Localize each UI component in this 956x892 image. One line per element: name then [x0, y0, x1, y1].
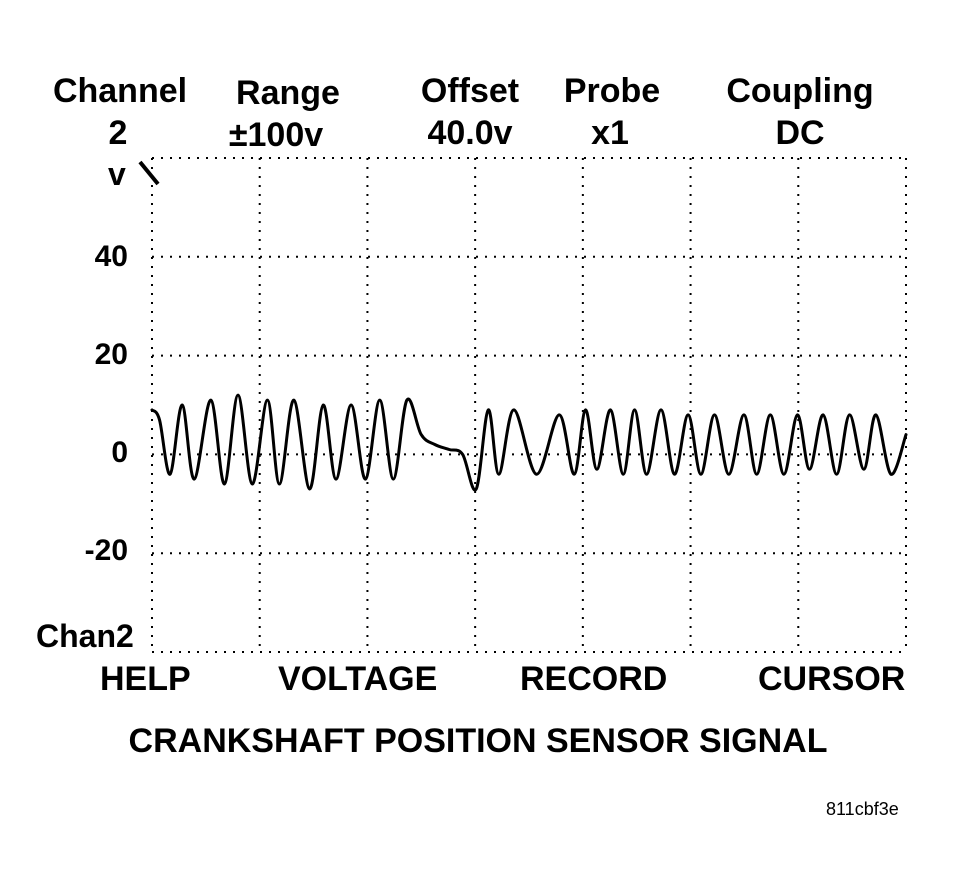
unit-label: v: [108, 156, 126, 192]
voltage-button[interactable]: VOLTAGE: [278, 660, 438, 698]
offset-value: 40.0v: [427, 114, 513, 152]
range-label: Range: [236, 74, 340, 112]
y-tick-label: 40: [94, 240, 128, 273]
channel-label: Channel: [52, 72, 188, 110]
offset-label: Offset: [420, 72, 520, 110]
probe-value: x1: [591, 114, 629, 152]
channel-value: 2: [108, 114, 128, 152]
coupling-value: DC: [775, 114, 825, 152]
scope-grid: [151, 157, 907, 653]
record-button[interactable]: RECORD: [520, 660, 668, 698]
signal-trace: [150, 393, 908, 492]
y-tick-label: -20: [84, 534, 128, 567]
channel-tag: Chan2: [36, 618, 134, 654]
range-value: ±100v: [228, 116, 324, 154]
coupling-label: Coupling: [726, 72, 874, 110]
chart-caption: CRANKSHAFT POSITION SENSOR SIGNAL: [128, 722, 828, 760]
cursor-button[interactable]: CURSOR: [758, 660, 906, 698]
slope-icon: [138, 160, 160, 186]
y-tick-label: 20: [94, 338, 128, 371]
probe-label: Probe: [563, 72, 661, 110]
help-button[interactable]: HELP: [100, 660, 191, 698]
figure-id: 811cbf3e: [826, 799, 899, 819]
y-tick-label: 0: [111, 436, 128, 469]
